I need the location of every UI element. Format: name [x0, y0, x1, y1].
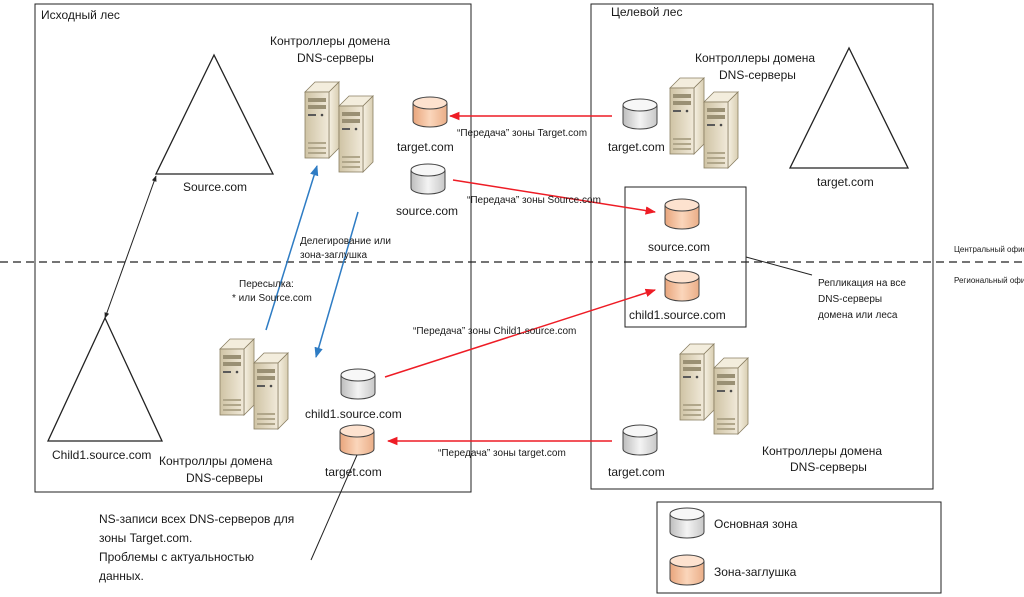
transfer-target-lower-label: “Передача” зоны target.com — [438, 448, 566, 459]
source-regional-dc-servers — [220, 339, 288, 429]
delegation-arrow — [314, 211, 359, 359]
source-central-primary-zone-source — [410, 163, 446, 195]
source-regional-stub-zone-label: target.com — [325, 465, 382, 479]
target-central-primary-zone — [622, 98, 658, 130]
target-central-dc-label-line1: Контроллеры домена — [695, 51, 815, 65]
target-regional-dc-label-line1: Контроллеры домена — [762, 444, 882, 458]
target-stub-zone-source — [664, 198, 700, 230]
transfer-target-label: “Передача” зоны Target.com — [457, 128, 587, 139]
target-stub-zone-source-label: source.com — [648, 240, 710, 254]
legend-stub-label: Зона-заглушка — [714, 565, 797, 579]
forwarding-arrow — [265, 164, 319, 331]
transfer-source-arrow — [452, 179, 657, 215]
target-regional-dc-servers — [680, 344, 748, 434]
legend-box — [656, 501, 942, 594]
target-central-dc-servers — [670, 78, 738, 168]
source-root-domain-triangle — [154, 53, 275, 175]
source-central-dc-servers — [305, 82, 373, 172]
ns-note-line2: зоны Target.com. — [99, 531, 192, 545]
replication-note-line2: DNS-серверы — [818, 294, 882, 305]
target-regional-primary-zone-label: target.com — [608, 465, 665, 479]
target-central-primary-zone-label: target.com — [608, 140, 665, 154]
target-forest-box — [590, 3, 934, 490]
legend-primary-label: Основная зона — [714, 517, 798, 531]
target-central-dc-label-line2: DNS-серверы — [719, 68, 796, 82]
source-regional-dc-label-line2: DNS-серверы — [186, 471, 263, 485]
regional-office-label: Региональный офис — [954, 276, 1024, 285]
transfer-source-label: “Передача” зоны Source.com — [467, 195, 601, 206]
source-forest-title: Исходный лес — [41, 8, 120, 22]
forwarding-label-line1: Пересылка: — [239, 279, 294, 290]
transfer-child-arrow — [384, 288, 656, 378]
delegation-label-line2: зона-заглушка — [300, 250, 367, 261]
legend-stub-icon — [669, 554, 705, 586]
target-regional-dc-label-line2: DNS-серверы — [790, 460, 867, 474]
transfer-child-label: “Передача” зоны Child1.source.com — [413, 326, 576, 337]
child-domain-label: Child1.source.com — [52, 448, 151, 462]
target-stub-zone-child-label: child1.source.com — [629, 308, 726, 322]
target-regional-primary-zone — [622, 424, 658, 456]
delegation-label-line1: Делегирование или — [300, 236, 391, 247]
tree-trust-arrow — [104, 175, 157, 319]
source-forest-box — [34, 3, 472, 493]
source-regional-stub-zone-target — [339, 424, 375, 456]
source-regional-dc-label-line1: Контроллры домена — [159, 454, 273, 468]
source-root-domain-label: Source.com — [183, 180, 247, 194]
ns-note-callout-line — [310, 454, 358, 561]
source-central-primary-zone-label: source.com — [396, 204, 458, 218]
source-regional-primary-zone-label: child1.source.com — [305, 407, 402, 421]
ns-note-line3: Проблемы с актуальностью — [99, 550, 254, 564]
source-central-stub-zone-label: target.com — [397, 140, 454, 154]
central-office-label: Центральный офис — [954, 245, 1024, 254]
replication-note-line3: домена или леса — [818, 310, 898, 321]
legend-primary-icon — [669, 507, 705, 539]
target-root-domain-label: target.com — [817, 175, 874, 189]
replication-callout-line — [745, 256, 813, 276]
source-central-dc-label-line2: DNS-серверы — [297, 51, 374, 65]
target-root-domain-triangle — [788, 46, 910, 169]
target-forest-title: Целевой лес — [611, 5, 682, 19]
forwarding-label-line2: * или Source.com — [232, 293, 312, 304]
child-domain-triangle — [46, 316, 164, 442]
target-stub-zone-child — [664, 270, 700, 302]
source-central-stub-zone-target — [412, 96, 448, 128]
replication-note-line1: Репликация на все — [818, 278, 906, 289]
ns-note-line1: NS-записи всех DNS-серверов для — [99, 512, 294, 526]
ns-note-line4: данных. — [99, 569, 144, 583]
source-regional-primary-zone-child — [340, 368, 376, 400]
source-central-dc-label-line1: Контроллеры домена — [270, 34, 390, 48]
